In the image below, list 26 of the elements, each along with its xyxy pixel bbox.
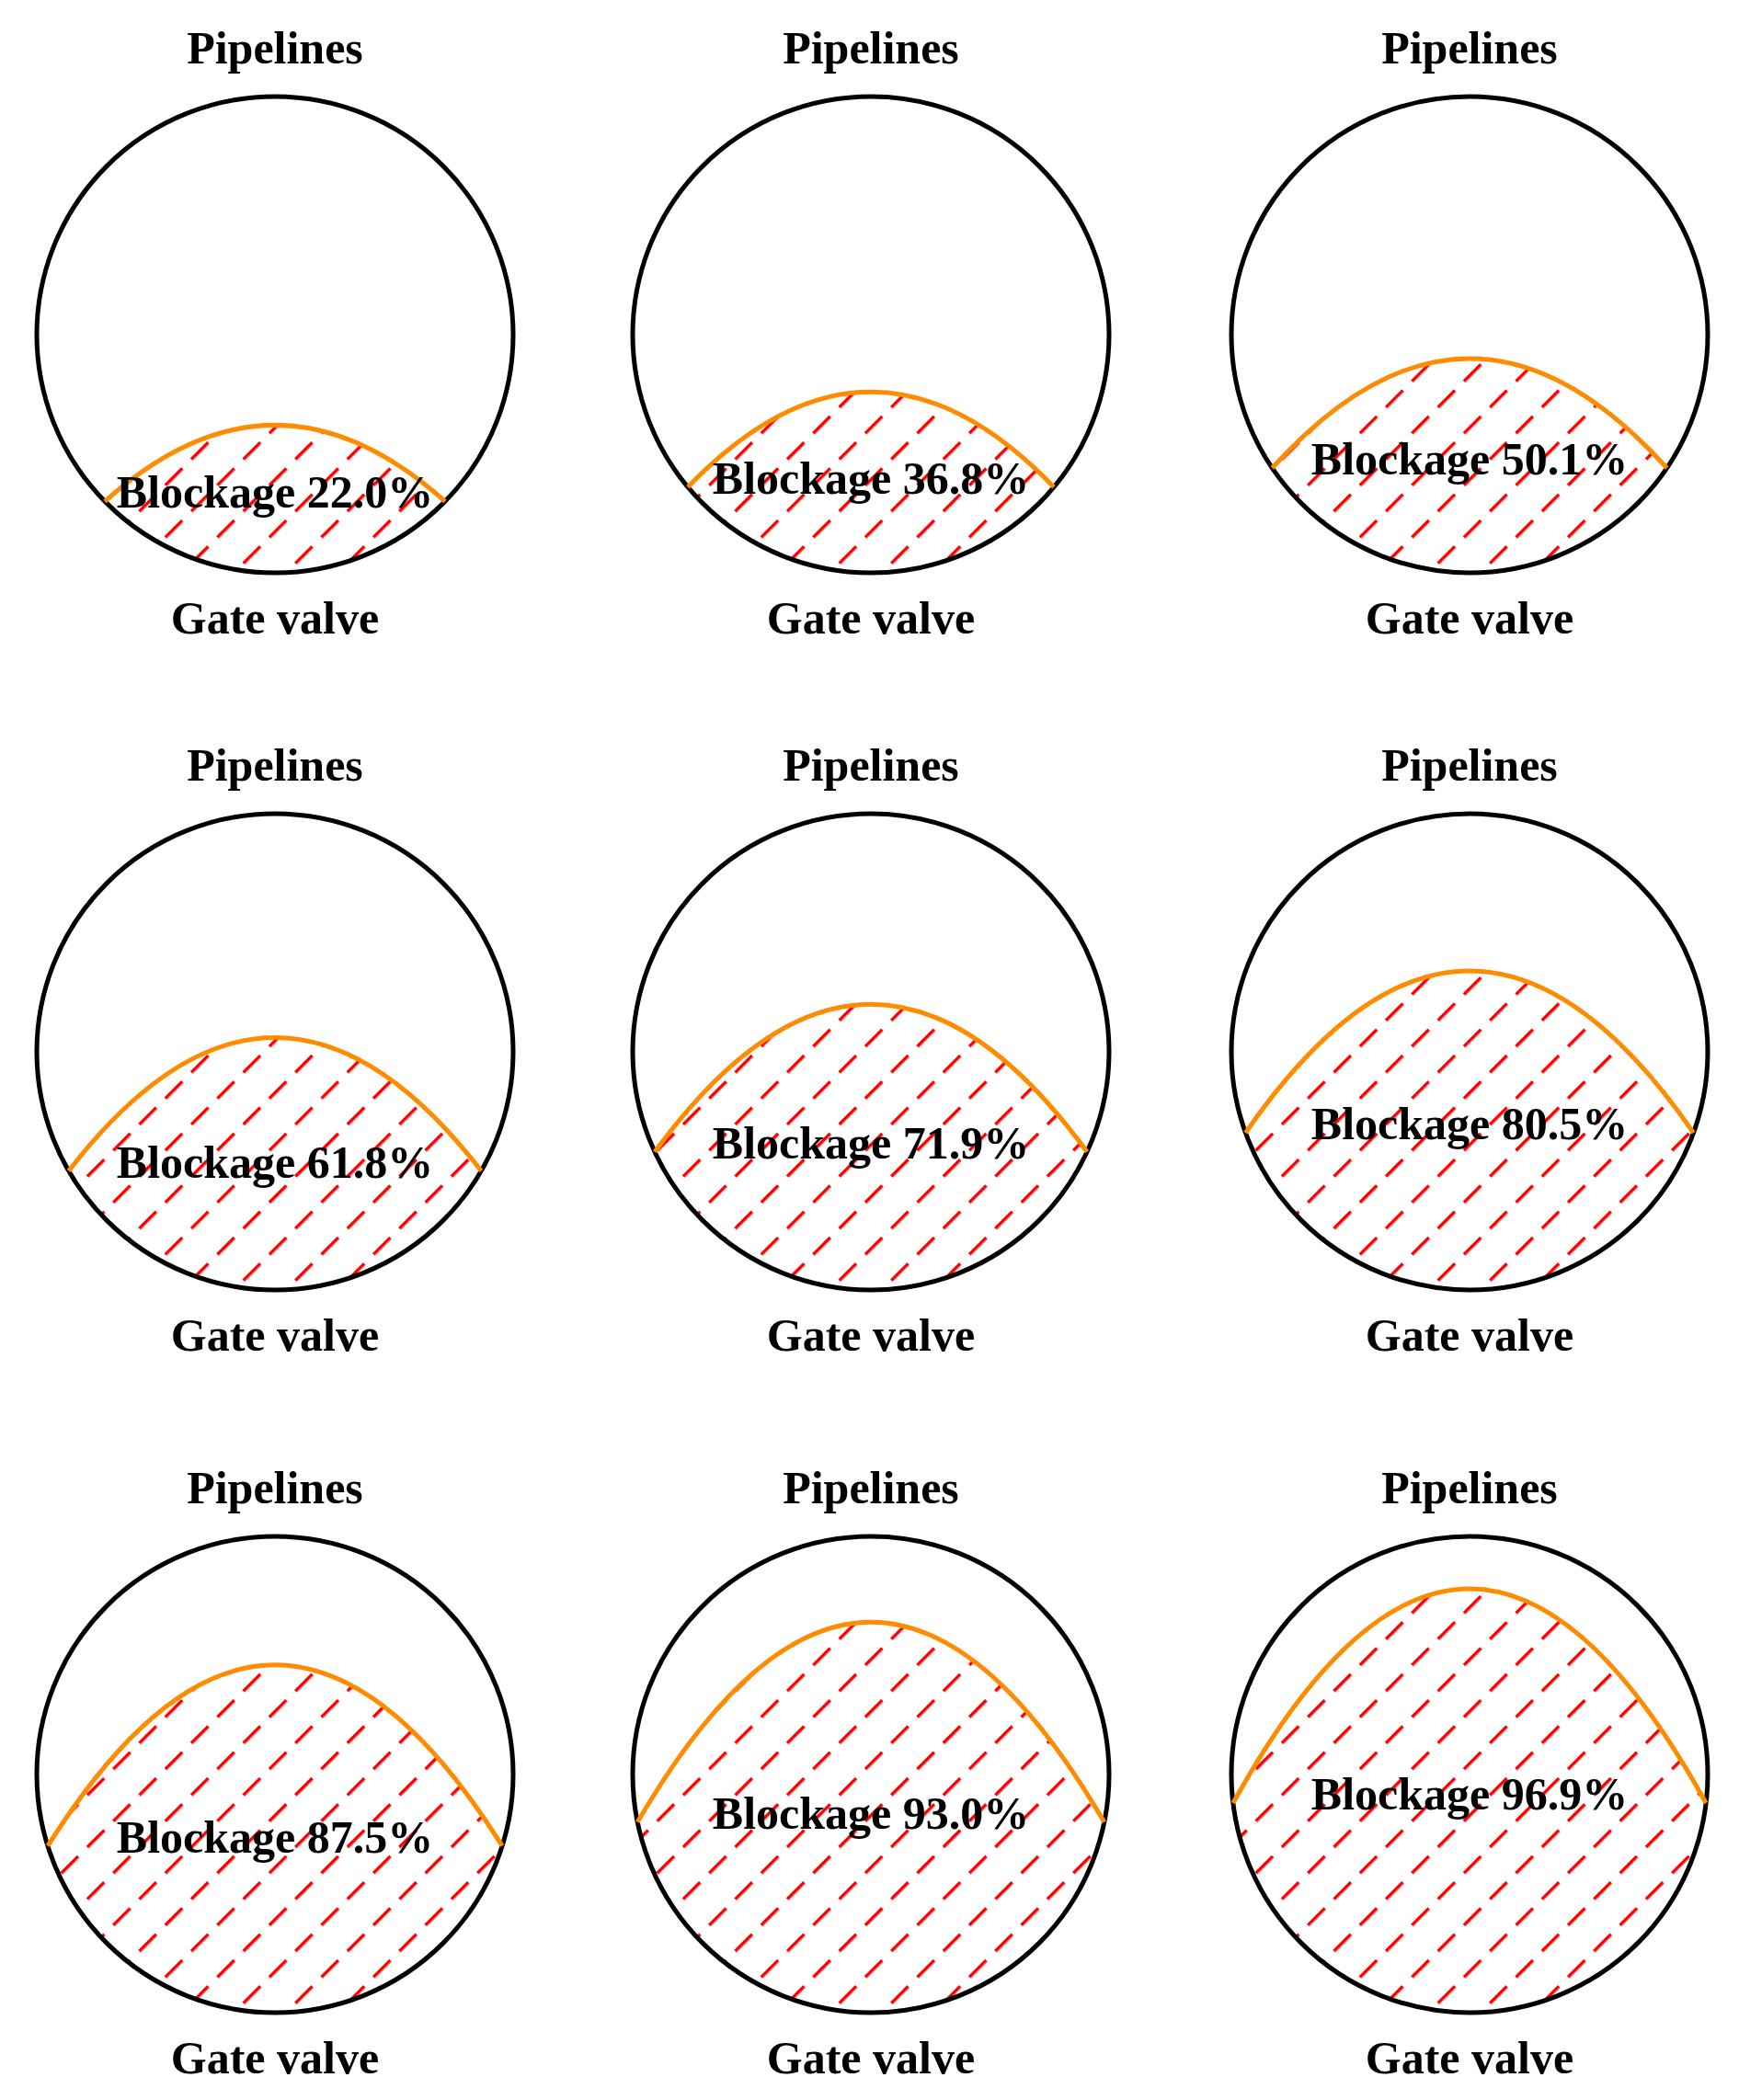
blockage-label: Blockage 71.9%: [712, 1116, 1030, 1169]
blockage-label: Blockage 87.5%: [116, 1810, 434, 1863]
pipe-label: Pipelines: [187, 739, 363, 791]
pipe-label: Pipelines: [187, 1462, 363, 1513]
pipe-label: Pipelines: [1381, 22, 1558, 74]
blockage-label: Blockage 93.0%: [712, 1786, 1030, 1839]
valve-label: Gate valve: [170, 592, 380, 644]
pipe-label: Pipelines: [1381, 1462, 1558, 1513]
valve-label: Gate valve: [1365, 1309, 1574, 1361]
valve-label: Gate valve: [766, 2032, 976, 2083]
blockage-label: Blockage 61.8%: [116, 1136, 434, 1188]
pipe-label: Pipelines: [187, 22, 363, 74]
pipe-label: Pipelines: [783, 1462, 959, 1513]
valve-label: Gate valve: [766, 592, 976, 644]
blockage-label: Blockage 80.5%: [1310, 1098, 1629, 1150]
blockage-label: Blockage 96.9%: [1310, 1768, 1629, 1820]
valve-label: Gate valve: [170, 2032, 380, 2083]
pipe-label: Pipelines: [1381, 739, 1558, 791]
valve-label: Gate valve: [766, 1309, 976, 1361]
valve-label: Gate valve: [170, 1309, 380, 1361]
blockage-label: Blockage 36.8%: [712, 451, 1030, 504]
blockage-label: Blockage 50.1%: [1310, 433, 1629, 485]
pipe-label: Pipelines: [783, 22, 959, 74]
pipe-label: Pipelines: [783, 739, 959, 791]
valve-label: Gate valve: [1365, 2032, 1574, 2083]
valve-label: Gate valve: [1365, 592, 1574, 644]
